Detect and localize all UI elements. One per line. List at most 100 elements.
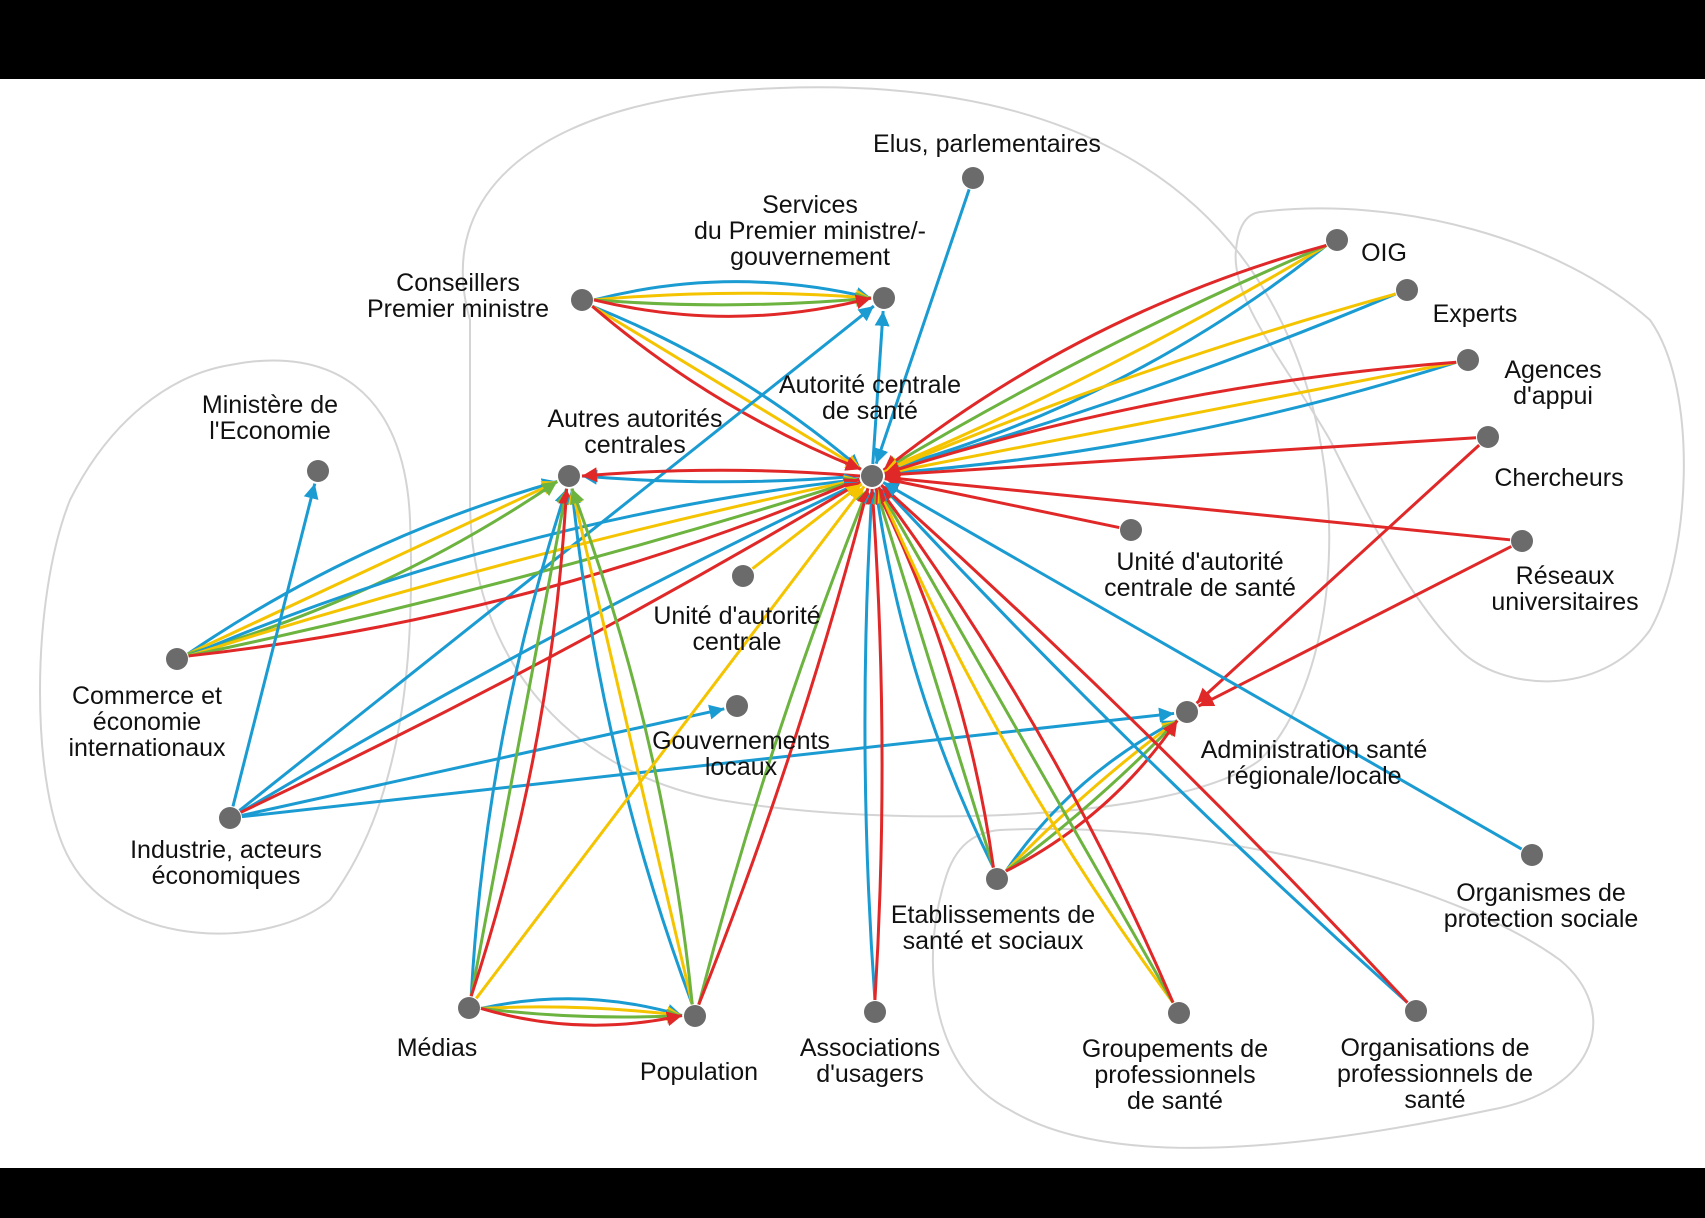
node-etablissements-sante-sociaux[interactable] [986,868,1008,890]
node-medias[interactable] [458,997,480,1019]
nodes-layer [166,167,1543,1027]
node-chercheurs[interactable] [1477,426,1499,448]
edge-commerce-to-autorite_centrale-green [188,476,860,658]
label-line: Elus, parlementaires [873,130,1101,158]
label-chercheurs: Chercheurs [1494,464,1623,492]
edge-conseillers-to-autorite_centrale-yellow [591,304,862,471]
label-line: de santé [822,397,918,425]
label-line: d'appui [1513,382,1593,410]
label-line: centrale de santé [1104,574,1296,602]
node-population[interactable] [684,1005,706,1027]
top-black-band [0,0,1705,79]
edge-conseillers-to-autorite_centrale-red [591,305,862,471]
edge-oig-to-autorite_centrale-green [882,244,1327,472]
node-organismes-protection-sociale[interactable] [1521,844,1543,866]
label-line: Associations [800,1034,940,1062]
edge-oig-to-autorite_centrale-red [882,243,1327,472]
label-line: protection sociale [1444,905,1639,933]
edge-industrie-to-autorite_centrale-red [239,480,862,814]
edge-conseillers-to-services-blue [593,280,872,302]
edge-organismes-to-autorite_centrale-blue [882,481,1523,851]
edge-experts-to-autorite_centrale-yellow [883,292,1397,474]
node-services-premier-ministre[interactable] [873,287,895,309]
label-experts: Experts [1433,300,1518,328]
label-line: Réseaux [1516,562,1615,590]
edge-medias-to-autres_autorites-blue [469,488,570,997]
group-outline-economy [39,359,413,935]
label-line: OIG [1361,239,1407,267]
edge-population-to-autres_autorites-green [570,488,694,1005]
edge-etablissements-to-admin_sante-blue [1004,719,1178,872]
node-autres-autorites-centrales[interactable] [558,465,580,487]
node-groupements-professionnels[interactable] [1168,1002,1190,1024]
edge-reseaux-to-admin_sante-red [1197,545,1512,708]
node-ministere-economie[interactable] [307,460,329,482]
label-line: Médias [397,1034,478,1062]
label-line: Chercheurs [1494,464,1623,492]
edge-industrie-to-gouvernements_locaux-blue [241,704,725,817]
label-line: Unité d'autorité [1116,548,1283,576]
node-experts[interactable] [1396,279,1418,301]
edge-groupements-to-autorite_centrale-yellow [877,486,1175,1004]
node-unite-autorite-centrale-sante[interactable] [1120,519,1142,541]
node-elus[interactable] [962,167,984,189]
bottom-black-band [0,1168,1705,1218]
edge-medias-to-population-blue [480,997,683,1019]
label-line: professionnels [1094,1061,1255,1089]
edge-industrie-to-ministere_eco-blue [231,483,319,807]
label-line: d'usagers [816,1060,924,1088]
node-autorite-centrale-sante[interactable] [861,465,883,487]
label-medias: Médias [397,1034,478,1062]
node-oig[interactable] [1326,229,1348,251]
group-outline-government [461,86,1331,818]
label-line: Groupements de [1082,1035,1268,1063]
label-line: Ministère de [202,391,338,419]
edge-agences-to-autorite_centrale-yellow [884,360,1457,479]
label-line: économiques [152,862,301,890]
node-industrie-acteurs-economiques[interactable] [219,807,241,829]
edge-medias-to-autorite_centrale-yellow [475,485,866,1000]
label-line: Population [640,1058,758,1086]
edge-conseillers-to-services-red [593,294,872,318]
edge-population-to-autres_autorites-blue [566,488,694,1005]
node-gouvernements-locaux[interactable] [726,695,748,717]
node-organisations-professionnels[interactable] [1405,1000,1427,1022]
edge-elus-to-autorite_centrale-blue [873,188,971,465]
node-associations-usagers[interactable] [864,1001,886,1023]
edge-commerce-to-autres_autorites-blue [187,478,558,656]
edge-organisations-to-autorite_centrale-blue [880,484,1409,1004]
label-population: Population [640,1058,758,1086]
edge-oig-to-autorite_centrale-yellow [883,244,1328,472]
edge-etablissements-to-admin_sante-green [1005,719,1179,873]
edge-population-to-autres_autorites-yellow [568,488,694,1005]
label-line: Industrie, acteurs [130,836,322,864]
label-line: Etablissements de [891,901,1095,929]
edge-etablissements-to-admin_sante-yellow [1004,719,1179,873]
node-commerce-economie-internationaux[interactable] [166,648,188,670]
label-line: de santé [1127,1087,1223,1115]
edge-commerce-to-autorite_centrale-yellow [188,475,860,658]
label-line: Administration santé [1201,736,1428,764]
edge-etablissements-to-autorite_centrale-red [874,487,995,868]
node-agences-appui[interactable] [1457,349,1479,371]
edge-autorite_centrale-to-services-blue [871,310,890,465]
label-line: locaux [705,753,778,781]
edge-conseillers-to-services-green [593,291,872,307]
node-administration-sante-regionale[interactable] [1176,701,1198,723]
group-outline-expertise [1234,207,1685,683]
node-conseillers-premier-ministre[interactable] [571,289,593,311]
node-reseaux-universitaires[interactable] [1511,530,1533,552]
label-line: gouvernement [730,243,890,271]
group-outline-health-providers [931,827,1595,1149]
node-unite-autorite-centrale[interactable] [732,565,754,587]
